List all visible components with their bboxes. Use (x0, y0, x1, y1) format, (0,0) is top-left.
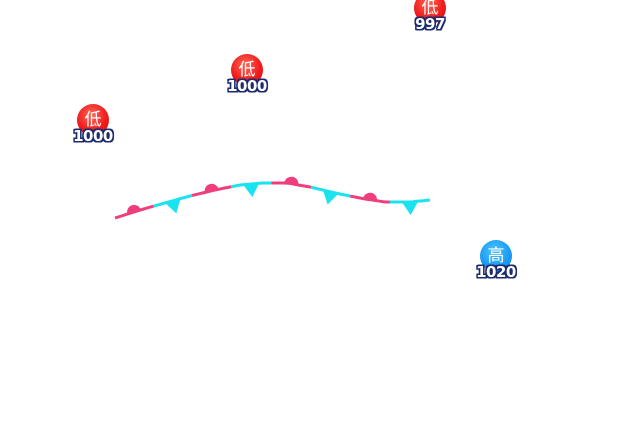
warm-front-semicircle (284, 176, 299, 185)
low-pressure-icon: 低 (77, 104, 109, 136)
warm-front-semicircle (204, 183, 219, 193)
cold-front-triangle (243, 183, 260, 197)
pressure-value: 1000 (73, 127, 113, 145)
low-pressure-center-1000-center[interactable]: 低 1000 (217, 54, 277, 104)
low-pressure-center-1000-left[interactable]: 低 1000 (63, 104, 123, 154)
cold-front-segment (389, 198, 431, 204)
high-pressure-center-1020[interactable]: 高 1020 (466, 240, 526, 290)
warm-front-semicircle (363, 192, 377, 201)
high-pressure-icon: 高 (480, 240, 512, 272)
warm-front-segment (271, 181, 312, 189)
low-pressure-center-997[interactable]: 低 997 (400, 0, 460, 42)
warm-front-segment (114, 204, 154, 220)
cold-front-triangle (402, 201, 418, 215)
cold-front-triangle (322, 189, 339, 205)
cold-front-triangle (165, 198, 181, 214)
pressure-value: 997 (415, 15, 445, 33)
cold-front-segment (152, 194, 193, 208)
pressure-value: 1020 (476, 263, 516, 281)
warm-front-segment (350, 194, 390, 204)
cold-front-segment (310, 185, 351, 198)
low-pressure-icon: 低 (414, 0, 446, 24)
pressure-value: 1000 (227, 77, 267, 95)
warm-front-semicircle (127, 204, 141, 215)
low-pressure-icon: 低 (231, 54, 263, 86)
